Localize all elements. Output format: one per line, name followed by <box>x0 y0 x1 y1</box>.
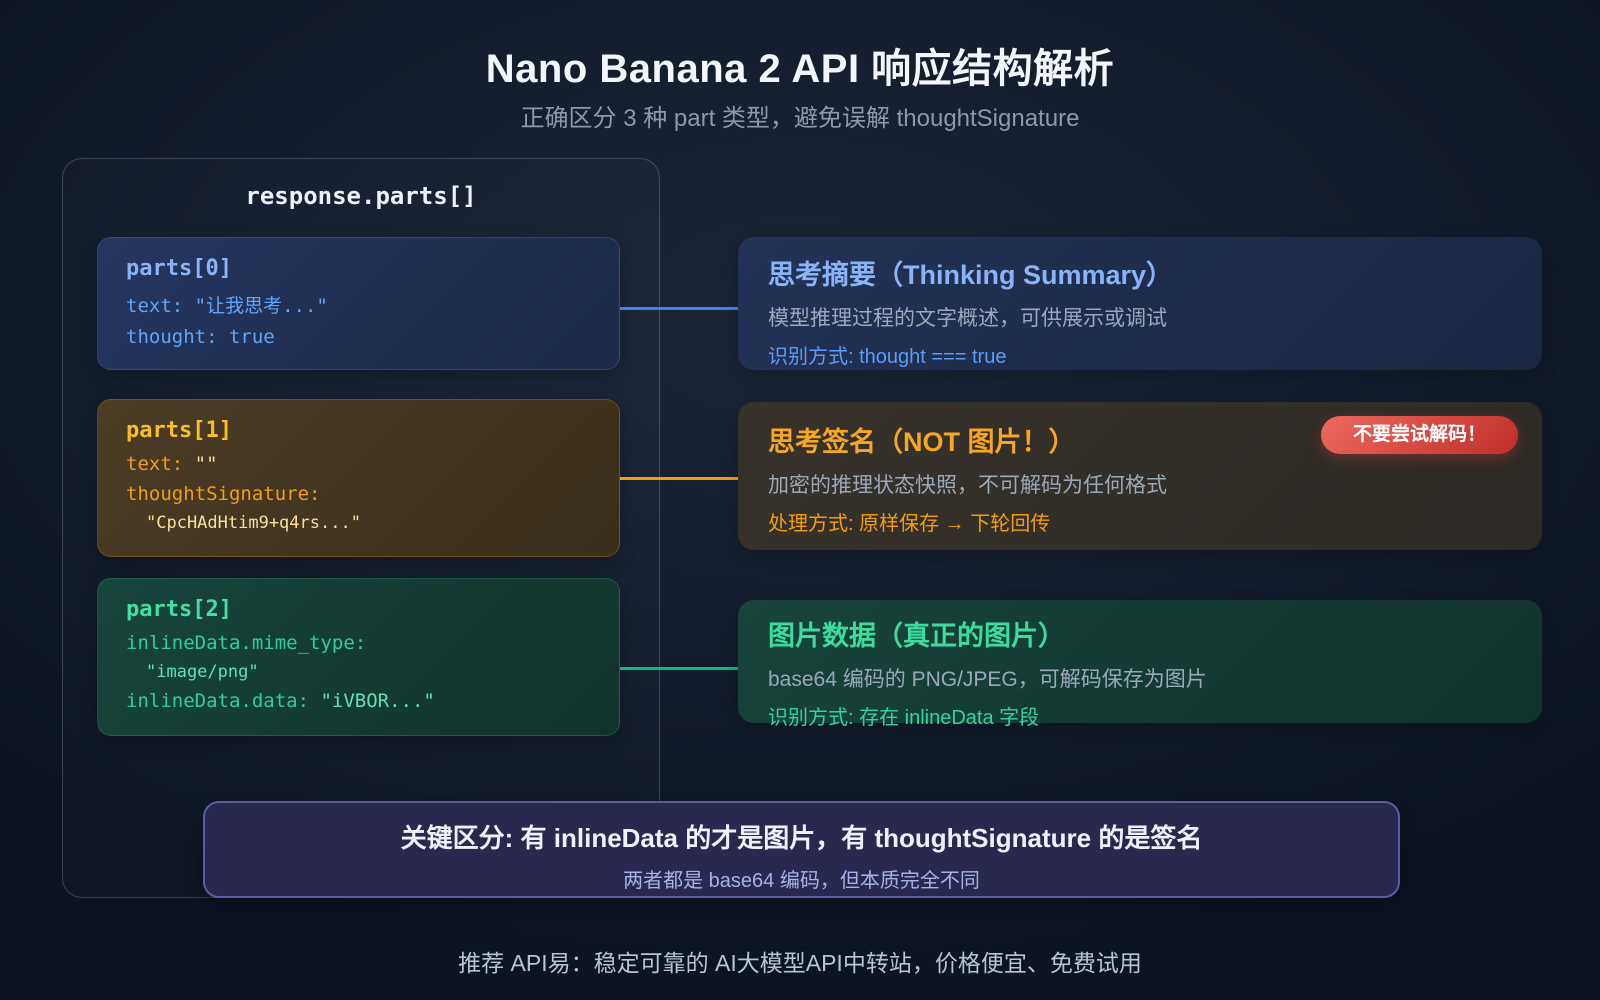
panel-title: 思考签名（NOT 图片！） <box>768 427 1076 457</box>
code-card-title: parts[0] <box>126 256 232 281</box>
banner-subtitle: 两者都是 base64 编码，但本质完全不同 <box>623 870 980 892</box>
page-title: Nano Banana 2 API 响应结构解析 <box>485 47 1115 91</box>
panel-description: 模型推理过程的文字概述，可供展示或调试 <box>768 307 1167 330</box>
code-value: "image/png" <box>146 662 259 682</box>
connector-image-line <box>620 667 738 670</box>
panel-title: 图片数据（真正的图片） <box>768 621 1065 651</box>
code-line: text: "" <box>126 453 591 475</box>
do-not-decode-badge: 不要尝试解码！ <box>1320 416 1518 454</box>
detail-panel-thinking-summary: 思考摘要（Thinking Summary） 模型推理过程的文字概述，可供展示或… <box>738 237 1542 370</box>
code-line: thoughtSignature: <box>126 483 591 505</box>
key-distinction-banner: 关键区分: 有 inlineData 的才是图片，有 thoughtSignat… <box>203 801 1400 898</box>
response-parts-header: response.parts[] <box>245 182 477 210</box>
code-line: inlineData.data: "iVBOR..." <box>126 690 591 712</box>
code-card-title: parts[1] <box>126 418 232 443</box>
connector-signature-line <box>620 477 738 480</box>
code-line: "image/png" <box>126 662 591 682</box>
code-key: thoughtSignature: <box>126 483 321 505</box>
code-line: "CpcHAdHtim9+q4rs..." <box>126 513 591 533</box>
code-key: thought: <box>126 326 218 348</box>
panel-note: 处理方式: 原样保存 → 下轮回传 <box>768 513 1051 535</box>
code-card-parts1: parts[1] text: "" thoughtSignature: "Cpc… <box>97 399 620 557</box>
footer-note: 推荐 API易：稳定可靠的 AI大模型API中转站，价格便宜、免费试用 <box>458 950 1142 976</box>
code-key: text: <box>126 295 184 317</box>
code-value: "" <box>194 453 218 475</box>
panel-note: 识别方式: thought === true <box>768 346 1007 368</box>
code-key: inlineData.data: <box>126 690 310 712</box>
panel-note: 识别方式: 存在 inlineData 字段 <box>768 707 1040 729</box>
panel-description: 加密的推理状态快照，不可解码为任何格式 <box>768 474 1167 497</box>
code-key: text: <box>126 453 184 475</box>
panel-title: 思考摘要（Thinking Summary） <box>768 260 1174 290</box>
code-value: "iVBOR..." <box>320 690 435 712</box>
banner-title: 关键区分: 有 inlineData 的才是图片，有 thoughtSignat… <box>400 823 1203 853</box>
code-card-parts0: parts[0] text: "让我思考..." thought: true <box>97 237 620 370</box>
code-card-parts2: parts[2] inlineData.mime_type: "image/pn… <box>97 578 620 736</box>
detail-panel-thought-signature: 不要尝试解码！ 思考签名（NOT 图片！） 加密的推理状态快照，不可解码为任何格… <box>738 402 1542 550</box>
code-value: "CpcHAdHtim9+q4rs..." <box>146 513 361 533</box>
panel-description: base64 编码的 PNG/JPEG，可解码保存为图片 <box>768 668 1207 691</box>
code-line: thought: true <box>126 326 591 348</box>
code-line: text: "让我思考..." <box>126 291 591 318</box>
detail-panel-image-data: 图片数据（真正的图片） base64 编码的 PNG/JPEG，可解码保存为图片… <box>738 600 1542 729</box>
code-value: "让我思考..." <box>194 295 328 317</box>
page-subtitle: 正确区分 3 种 part 类型，避免误解 thoughtSignature <box>520 105 1080 132</box>
code-key: inlineData.mime_type: <box>126 632 367 654</box>
code-value: true <box>228 326 275 348</box>
connector-thinking-line <box>620 307 738 310</box>
code-card-title: parts[2] <box>126 597 232 622</box>
code-line: inlineData.mime_type: <box>126 632 591 654</box>
